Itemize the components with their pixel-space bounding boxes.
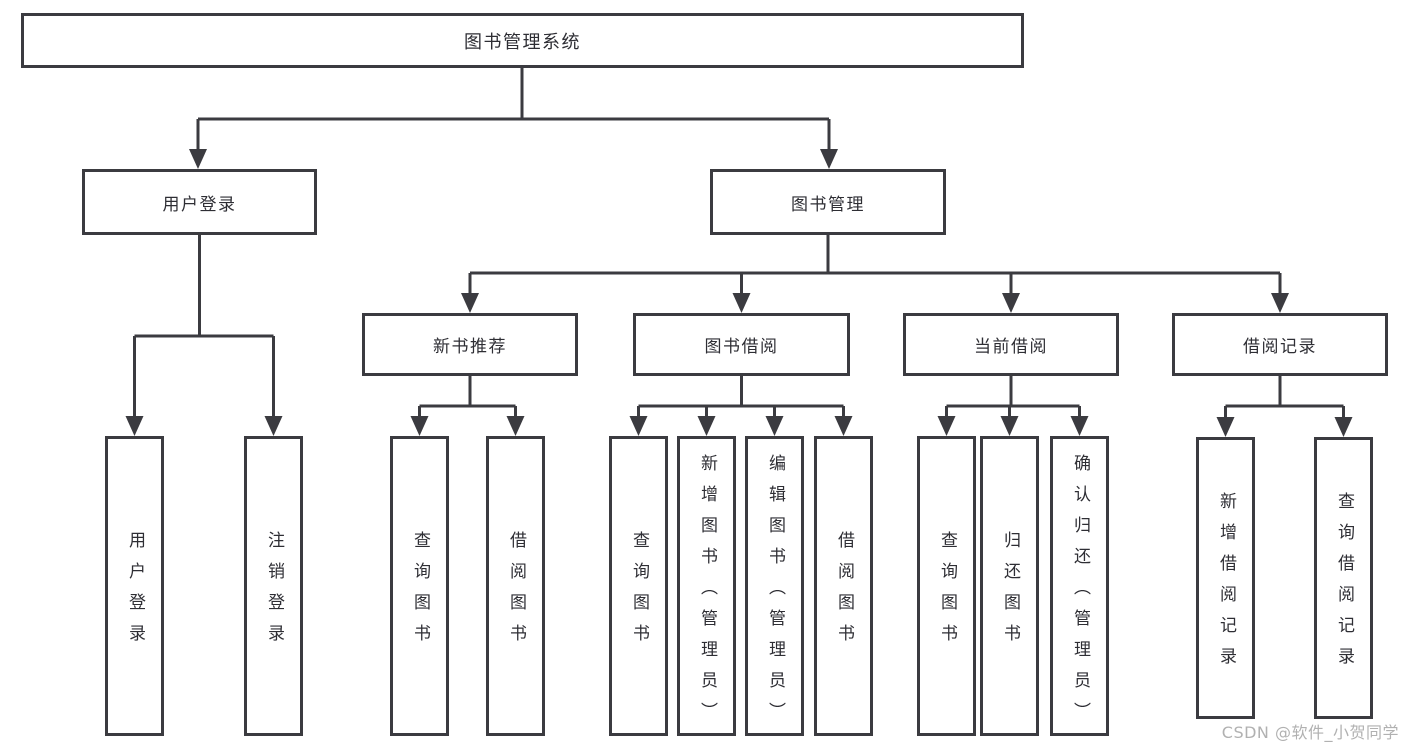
leaf-add-borrow-record: 新增借阅记录	[1196, 437, 1255, 719]
leaf-current-query-books: 查询图书	[917, 436, 976, 736]
node-label: 注销登录	[264, 531, 284, 655]
leaf-logout: 注销登录	[244, 436, 303, 736]
node-book-borrow: 图书借阅	[633, 313, 850, 376]
node-label: 查询图书	[937, 531, 957, 655]
node-borrow-record: 借阅记录	[1172, 313, 1388, 376]
node-new-book-recommend: 新书推荐	[362, 313, 578, 376]
node-label: 当前借阅	[974, 337, 1048, 357]
node-label: 图书管理	[791, 194, 865, 215]
node-label: 用户登录	[162, 194, 237, 215]
leaf-confirm-return-admin: 确认归还（管理员）	[1050, 436, 1109, 736]
leaf-borrow-books: 借阅图书	[814, 436, 873, 736]
leaf-add-books-admin: 新增图书（管理员）	[677, 436, 736, 736]
node-label: 图书借阅	[704, 337, 779, 357]
node-user-login: 用户登录	[82, 169, 317, 235]
node-label: 查询图书	[410, 531, 430, 655]
node-system-root: 图书管理系统	[21, 13, 1024, 68]
node-label: 借阅图书	[834, 531, 854, 655]
csdn-watermark: CSDN @软件_小贺同学	[1221, 723, 1399, 742]
node-label: 编辑图书（管理员）	[765, 453, 785, 733]
node-book-management: 图书管理	[710, 169, 946, 235]
leaf-rec-borrow-books: 借阅图书	[486, 436, 545, 736]
node-label: 借阅图书	[506, 531, 526, 655]
leaf-edit-books-admin: 编辑图书（管理员）	[745, 436, 804, 736]
leaf-rec-query-books: 查询图书	[390, 436, 449, 736]
node-label: 新增借阅记录	[1216, 492, 1236, 678]
node-label: 图书管理系统	[464, 31, 581, 53]
node-label: 新增图书（管理员）	[697, 453, 717, 733]
leaf-user-login: 用户登录	[105, 436, 164, 736]
node-label: 查询借阅记录	[1334, 492, 1354, 678]
node-label: 借阅记录	[1243, 337, 1317, 357]
node-label: 新书推荐	[433, 337, 507, 357]
leaf-return-books: 归还图书	[980, 436, 1039, 736]
node-label: 用户登录	[125, 531, 145, 655]
node-label: 查询图书	[629, 531, 649, 655]
leaf-borrow-query-books: 查询图书	[609, 436, 668, 736]
node-label: 归还图书	[1000, 531, 1020, 655]
node-label: 确认归还（管理员）	[1070, 453, 1090, 733]
node-current-borrow: 当前借阅	[903, 313, 1119, 376]
leaf-query-borrow-record: 查询借阅记录	[1314, 437, 1373, 719]
